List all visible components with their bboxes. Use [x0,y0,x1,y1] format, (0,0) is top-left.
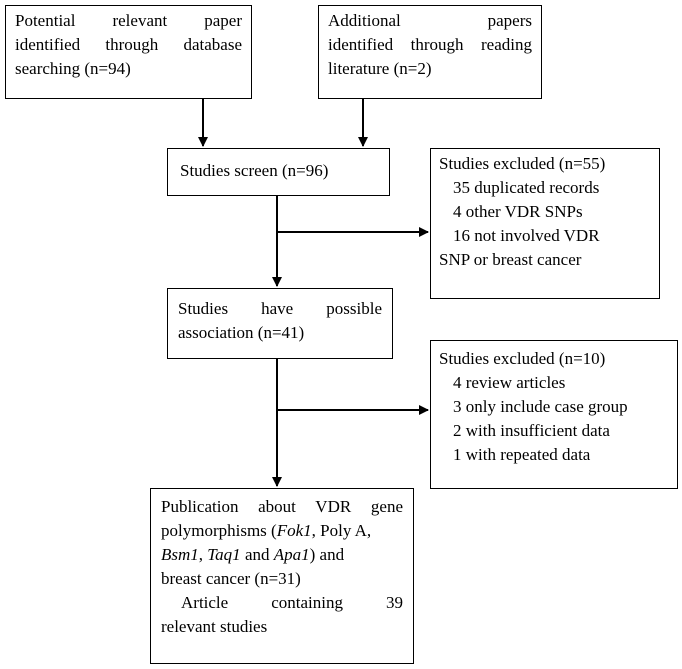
publication-box: Publication about VDR gene polymorphisms… [150,488,414,664]
additional-papers-line-2: identified through reading [328,35,532,54]
database-search-line-3: searching (n=94) [15,59,131,78]
publication-line-6: relevant studies [161,617,268,636]
publication-text: , [198,545,208,564]
publication-text: and [240,545,274,564]
excluded-first-item: 16 not involved VDR [453,226,600,245]
database-search-line-2: identified through database [15,35,242,54]
additional-papers-line-1: Additional papers [328,11,532,30]
gene-apa1: Apa1 [273,545,310,564]
excluded-first-item: 4 other VDR SNPs [453,202,583,221]
additional-papers-box: Additional papers identified through rea… [318,5,542,99]
publication-text: ) and [309,545,345,564]
studies-screen-box: Studies screen (n=96) [167,148,390,196]
additional-papers-line-3: literature (n=2) [328,59,432,78]
possible-association-line-1: Studies have possible [178,299,382,318]
excluded-first-box: Studies excluded (n=55) 35 duplicated re… [430,148,660,299]
database-search-line-1: Potential relevant paper [15,11,242,30]
publication-line-5: Article containing 39 [181,593,403,612]
gene-taq1: Taq1 [207,545,241,564]
excluded-first-item: 35 duplicated records [453,178,600,197]
studies-screen-label: Studies screen (n=96) [180,161,329,180]
excluded-second-item: 3 only include case group [453,397,628,416]
publication-line-4: breast cancer (n=31) [161,569,301,588]
excluded-second-title: Studies excluded (n=10) [439,349,606,368]
possible-association-line-2: association (n=41) [178,323,305,342]
excluded-second-box: Studies excluded (n=10) 4 review article… [430,340,678,489]
gene-fok1: Fok1 [276,521,312,540]
possible-association-box: Studies have possible association (n=41) [167,288,393,359]
excluded-first-title: Studies excluded (n=55) [439,154,606,173]
publication-line-2: polymorphisms (Fok1, Poly A, [161,519,403,543]
gene-bsm1: Bsm1 [161,545,199,564]
publication-text: polymorphisms ( [161,521,277,540]
publication-text: , Poly A, [311,521,372,540]
excluded-second-item: 2 with insufficient data [453,421,610,440]
publication-line-1: Publication about VDR gene [161,497,403,516]
excluded-second-item: 4 review articles [453,373,566,392]
excluded-second-item: 1 with repeated data [453,445,591,464]
excluded-first-tail: SNP or breast cancer [439,250,582,269]
database-search-box: Potential relevant paper identified thro… [5,5,252,99]
publication-line-3: Bsm1, Taq1 and Apa1) and [161,543,403,567]
